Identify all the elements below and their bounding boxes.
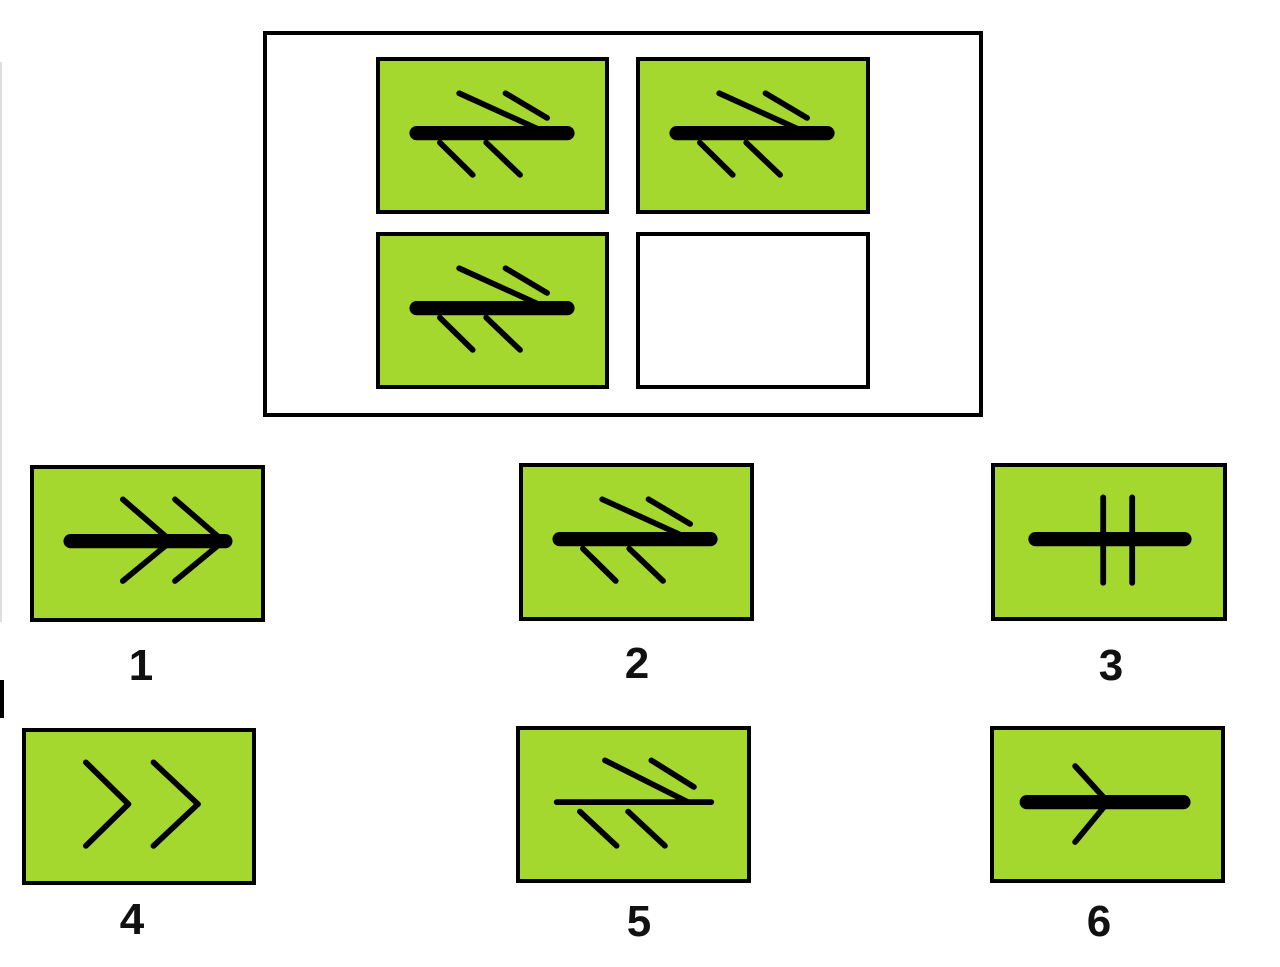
double-chevron-icon — [82, 759, 201, 849]
option-label-2: 2 — [624, 639, 650, 688]
slash-arrow-icon — [552, 496, 718, 584]
option-tile-5[interactable] — [516, 726, 751, 883]
vertical-bars-icon — [1028, 494, 1192, 586]
edge-mark — [0, 680, 4, 718]
slash-arrow-icon — [669, 90, 835, 178]
slash-arrow-icon — [409, 265, 575, 353]
option-tile-2[interactable] — [519, 463, 754, 621]
option-tile-4[interactable] — [22, 728, 256, 885]
option-tile-6[interactable] — [990, 726, 1225, 883]
slash-arrow-icon — [409, 90, 575, 178]
puzzle-cell-2 — [636, 57, 870, 214]
option-label-5: 5 — [626, 897, 652, 946]
puzzle-cell-3 — [376, 232, 609, 389]
option-label-3: 3 — [1098, 641, 1124, 690]
option-tile-3[interactable] — [991, 463, 1227, 621]
option-label-6: 6 — [1086, 897, 1112, 946]
thin-slash-arrow-icon — [553, 757, 715, 849]
puzzle-frame — [263, 31, 983, 417]
option-label-1: 1 — [128, 641, 154, 690]
puzzle-cell-1 — [376, 57, 609, 214]
option-tile-1[interactable] — [30, 465, 265, 622]
double-chevron-arrow-icon — [63, 496, 233, 584]
puzzle-cell-missing[interactable] — [636, 232, 870, 389]
single-chevron-arrow-icon — [1019, 763, 1191, 845]
edge-mark — [0, 62, 2, 622]
option-label-4: 4 — [119, 895, 145, 944]
